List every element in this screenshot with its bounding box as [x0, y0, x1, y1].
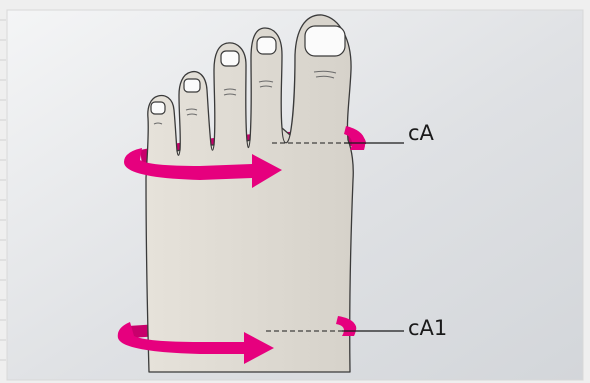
nail-little-toe [151, 102, 165, 114]
nail-fourth-toe [184, 79, 200, 92]
nail-second-toe [257, 37, 276, 54]
nail-third-toe [221, 51, 239, 66]
nail-big-toe [305, 26, 345, 56]
label-ca: cA [408, 123, 434, 144]
label-ca1: cA1 [408, 318, 447, 339]
